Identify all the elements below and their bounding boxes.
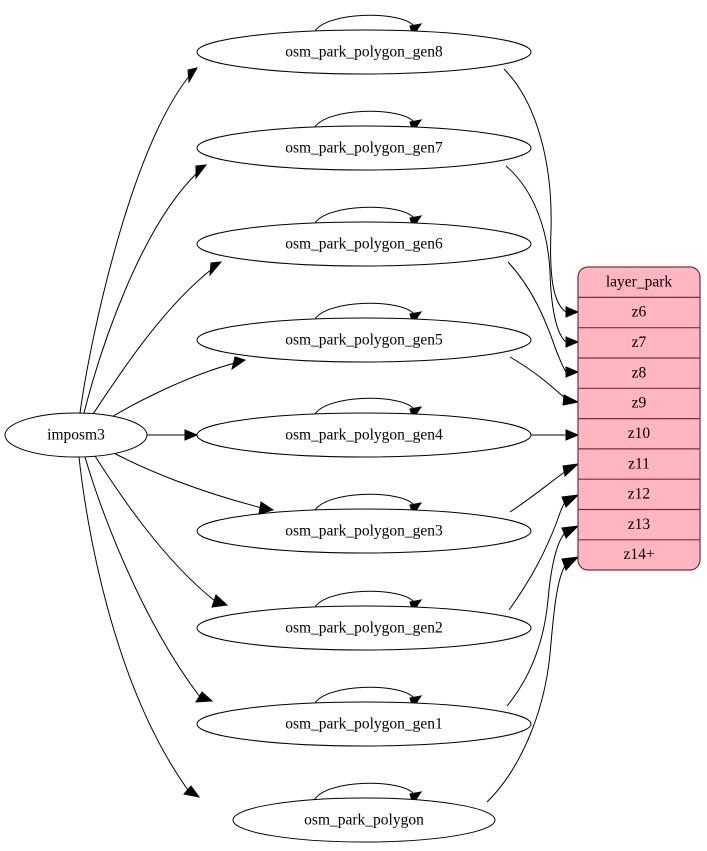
edge-imposm3-to-gen3 bbox=[111, 451, 275, 515]
table-row-z7[interactable]: z7 bbox=[578, 334, 700, 359]
node-gen5-shape[interactable] bbox=[196, 317, 532, 363]
table-row-z13[interactable]: z13 bbox=[578, 516, 700, 541]
node-base-shape[interactable] bbox=[232, 797, 496, 843]
table-row-z12[interactable]: z12 bbox=[578, 486, 700, 511]
edge-gen3-to-z11 bbox=[509, 463, 580, 513]
table-row-z11-label: z11 bbox=[628, 455, 650, 472]
table-row-z14plus[interactable]: z14+ bbox=[623, 546, 654, 563]
node-gen8-shape[interactable] bbox=[196, 29, 532, 75]
node-gen1-label: osm_park_polygon_gen1 bbox=[285, 716, 443, 733]
node-gen1[interactable]: osm_park_polygon_gen1 bbox=[196, 701, 532, 747]
node-gen7[interactable]: osm_park_polygon_gen7 bbox=[196, 125, 532, 171]
table-row-z12-label: z12 bbox=[628, 486, 650, 503]
edge-group-nodes-to-table bbox=[486, 68, 580, 803]
table-row-z9-label: z9 bbox=[632, 395, 647, 412]
node-base-label: osm_park_polygon bbox=[304, 812, 424, 829]
node-gen6[interactable]: osm_park_polygon_gen6 bbox=[196, 221, 532, 267]
edge-gen4-to-z10 bbox=[531, 429, 580, 441]
table-row-z10[interactable]: z10 bbox=[578, 425, 700, 450]
edge-gen1-to-z13 bbox=[506, 525, 580, 707]
node-gen4-label: osm_park_polygon_gen4 bbox=[285, 427, 443, 444]
node-gen6-label: osm_park_polygon_gen6 bbox=[285, 236, 443, 253]
edge-base-to-z14plus bbox=[486, 556, 580, 803]
node-gen3[interactable]: osm_park_polygon_gen3 bbox=[196, 508, 532, 554]
layer-park-header: layer_park bbox=[578, 274, 700, 298]
node-group: imposm3 osm_park_polygon_gen8 osm_park_p… bbox=[4, 29, 532, 843]
table-row-z10-label: z10 bbox=[628, 425, 651, 442]
node-gen4[interactable]: osm_park_polygon_gen4 bbox=[196, 412, 532, 458]
node-gen2[interactable]: osm_park_polygon_gen2 bbox=[196, 605, 532, 651]
edge-imposm3-to-gen6 bbox=[92, 261, 223, 415]
node-imposm3[interactable]: imposm3 bbox=[4, 412, 148, 458]
node-gen1-shape[interactable] bbox=[196, 701, 532, 747]
node-gen5[interactable]: osm_park_polygon_gen5 bbox=[196, 317, 532, 363]
node-gen6-shape[interactable] bbox=[196, 221, 532, 267]
edge-gen2-to-z12 bbox=[508, 494, 580, 611]
edge-gen6-to-z8 bbox=[507, 261, 580, 378]
table-row-z7-label: z7 bbox=[632, 334, 647, 351]
table-row-z14plus-label: z14+ bbox=[623, 546, 654, 563]
node-gen3-label: osm_park_polygon_gen3 bbox=[285, 523, 443, 540]
edge-gen8-to-z6 bbox=[503, 68, 580, 318]
edge-imposm3-to-gen1 bbox=[84, 456, 214, 703]
node-gen7-shape[interactable] bbox=[196, 125, 532, 171]
layer-park-header-label: layer_park bbox=[606, 274, 673, 291]
node-gen8-label: osm_park_polygon_gen8 bbox=[285, 44, 443, 61]
table-row-z8-label: z8 bbox=[632, 364, 647, 381]
edge-imposm3-to-gen8 bbox=[79, 67, 198, 414]
table-row-z8[interactable]: z8 bbox=[578, 364, 700, 389]
node-gen2-label: osm_park_polygon_gen2 bbox=[285, 620, 443, 637]
node-gen4-shape[interactable] bbox=[196, 412, 532, 458]
layer-park-table[interactable]: layer_park z6 z7 z8 z9 bbox=[577, 266, 701, 571]
node-gen8[interactable]: osm_park_polygon_gen8 bbox=[196, 29, 532, 75]
table-row-z6[interactable]: z6 bbox=[578, 304, 700, 329]
edge-imposm3-to-gen4 bbox=[147, 429, 199, 441]
node-imposm3-shape[interactable] bbox=[4, 412, 148, 458]
table-row-z13-label: z13 bbox=[628, 516, 651, 533]
edge-group-imposm3-to-nodes bbox=[78, 67, 275, 798]
edge-imposm3-to-gen5 bbox=[109, 356, 247, 419]
node-base[interactable]: osm_park_polygon bbox=[232, 797, 496, 843]
node-gen7-label: osm_park_polygon_gen7 bbox=[285, 140, 443, 157]
node-gen3-shape[interactable] bbox=[196, 508, 532, 554]
edge-imposm3-to-base bbox=[78, 456, 201, 798]
edge-gen5-to-z9 bbox=[509, 356, 580, 406]
edge-imposm3-to-gen2 bbox=[94, 455, 229, 608]
node-imposm3-label: imposm3 bbox=[47, 427, 105, 444]
table-row-z11[interactable]: z11 bbox=[578, 455, 700, 480]
table-row-z9[interactable]: z9 bbox=[578, 395, 700, 420]
edge-imposm3-to-gen7 bbox=[83, 164, 208, 414]
node-gen5-label: osm_park_polygon_gen5 bbox=[285, 332, 443, 349]
edge-gen7-to-z7 bbox=[505, 165, 580, 348]
table-row-z6-label: z6 bbox=[632, 304, 647, 321]
node-gen2-shape[interactable] bbox=[196, 605, 532, 651]
